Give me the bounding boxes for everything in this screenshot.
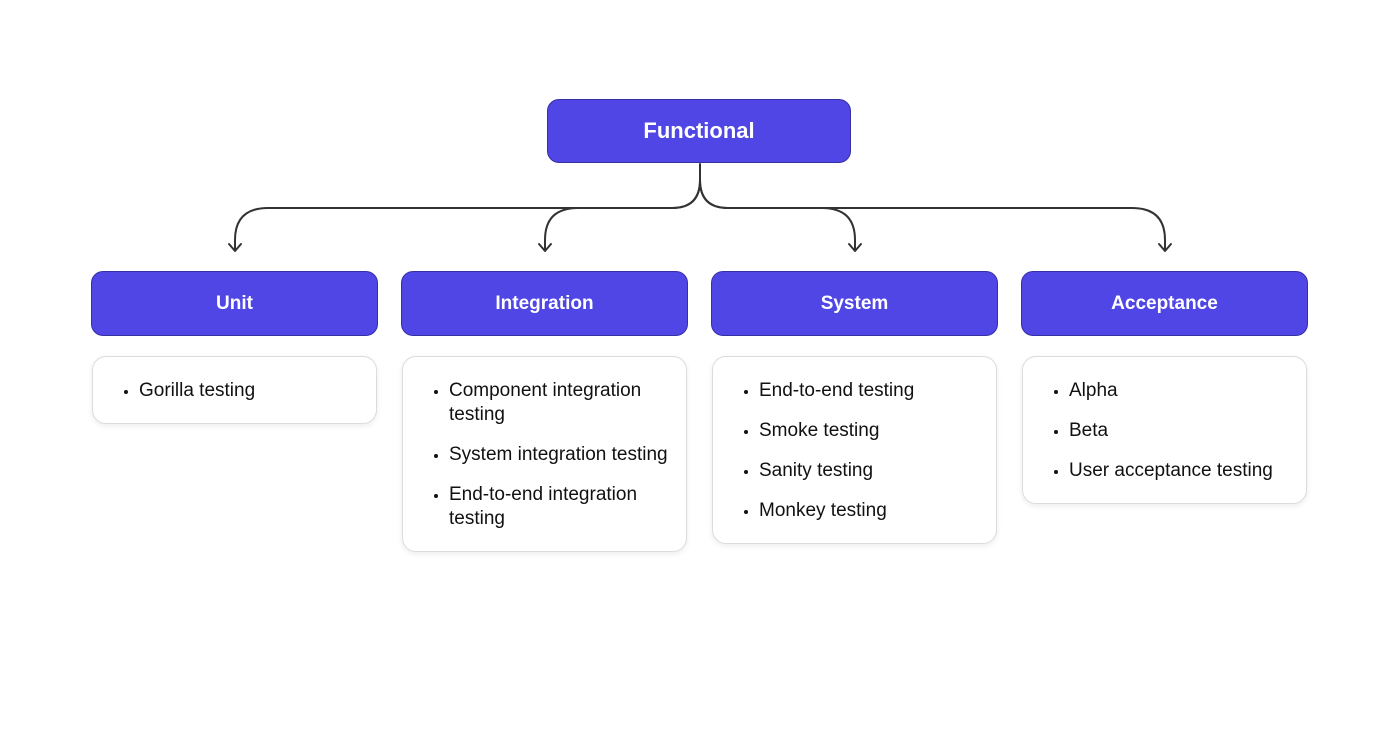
list-item: Monkey testing xyxy=(759,499,980,523)
list-item: End-to-end testing xyxy=(759,379,980,403)
list-item: Component integration testing xyxy=(449,379,670,427)
list-item: Alpha xyxy=(1069,379,1290,403)
category-title: Unit xyxy=(216,292,253,314)
list-item: End-to-end integration testing xyxy=(449,483,670,531)
category-title: Integration xyxy=(495,292,594,314)
root-node-functional: Functional xyxy=(547,99,851,163)
category-node-unit: Unit xyxy=(91,271,378,336)
category-node-integration: Integration xyxy=(401,271,688,336)
arrowhead-acceptance xyxy=(1158,243,1172,252)
connector-to-unit xyxy=(234,163,701,251)
arrowhead-system xyxy=(848,243,862,252)
connector-to-system xyxy=(699,179,856,251)
arrowhead-unit xyxy=(228,243,242,252)
items-card-integration: Component integration testing System int… xyxy=(402,356,687,552)
list-item: Beta xyxy=(1069,419,1290,443)
items-list: End-to-end testing Smoke testing Sanity … xyxy=(739,379,980,523)
items-card-unit: Gorilla testing xyxy=(92,356,377,424)
root-node-label: Functional xyxy=(643,118,755,143)
category-title: Acceptance xyxy=(1111,292,1218,314)
category-node-system: System xyxy=(711,271,998,336)
items-card-system: End-to-end testing Smoke testing Sanity … xyxy=(712,356,997,544)
items-list: Alpha Beta User acceptance testing xyxy=(1049,379,1290,483)
category-node-acceptance: Acceptance xyxy=(1021,271,1308,336)
category-title: System xyxy=(820,292,889,314)
list-item: System integration testing xyxy=(449,443,670,467)
list-item: User acceptance testing xyxy=(1069,459,1290,483)
arrowhead-integration xyxy=(538,243,552,252)
items-list: Gorilla testing xyxy=(119,379,360,403)
list-item: Gorilla testing xyxy=(139,379,360,403)
list-item: Sanity testing xyxy=(759,459,980,483)
items-card-acceptance: Alpha Beta User acceptance testing xyxy=(1022,356,1307,504)
connector-to-acceptance xyxy=(699,179,1166,251)
items-list: Component integration testing System int… xyxy=(429,379,670,531)
list-item: Smoke testing xyxy=(759,419,980,443)
connector-to-integration xyxy=(544,179,701,251)
